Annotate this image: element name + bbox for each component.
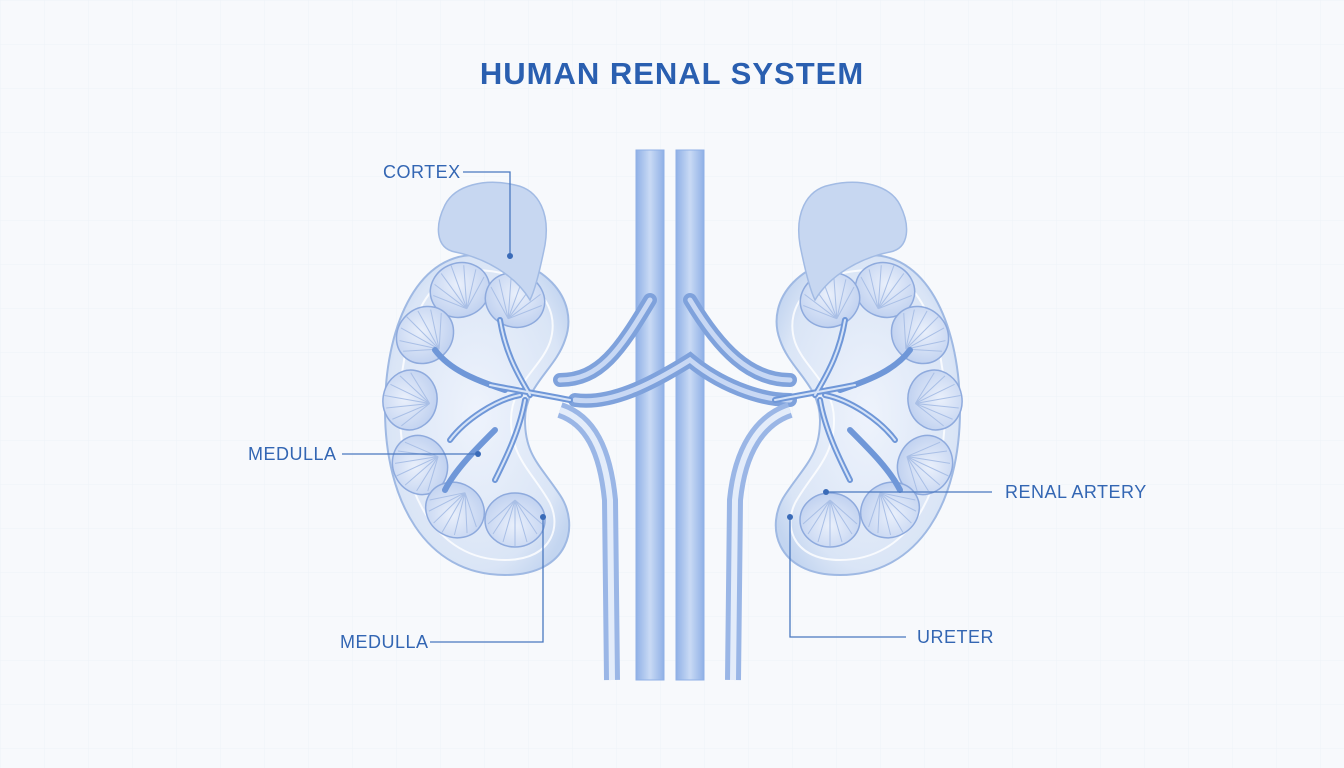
leader-lines [342,171,992,643]
label-medulla-lower: MEDULLA [340,632,429,652]
vena-cava-vessel [675,149,705,681]
aorta-vessel [635,149,665,681]
diagram-title: HUMAN RENAL SYSTEM [479,56,865,91]
label-cortex: CORTEX [383,162,461,182]
label-renal-artery: RENAL ARTERY [1005,482,1147,502]
label-medulla-upper: MEDULLA [248,444,337,464]
label-ureter: URETER [917,627,995,647]
